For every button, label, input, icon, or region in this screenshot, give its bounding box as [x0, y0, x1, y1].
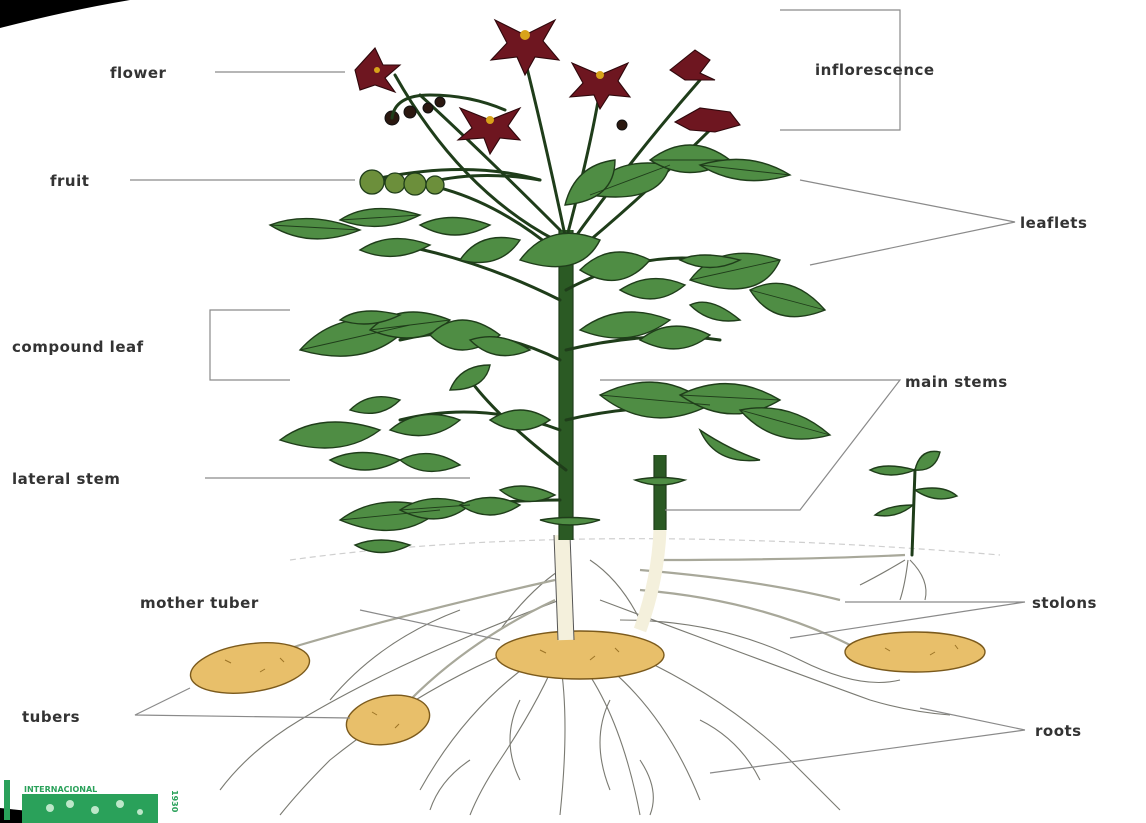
- logo-side-text: 1930: [170, 790, 179, 813]
- tuber-right: [845, 632, 985, 672]
- logo-text: INTERNACIONAL: [24, 785, 97, 794]
- tuber-bottom: [342, 689, 433, 751]
- label-compound-leaf: compound leaf: [12, 338, 144, 356]
- label-lateral-stem: lateral stem: [12, 470, 120, 488]
- flowers-group: [355, 20, 740, 154]
- cip-logo: INTERNACIONAL 1930: [4, 780, 179, 823]
- roots-group: [220, 560, 950, 815]
- tuber-left: [187, 636, 313, 700]
- mother-tuber-shape: [496, 631, 664, 679]
- tubers-group: [187, 631, 985, 751]
- corner-shadow-top: [0, 0, 130, 28]
- label-flower: flower: [110, 64, 167, 82]
- label-stolons: stolons: [1032, 594, 1097, 612]
- sprout-right: [870, 451, 957, 555]
- label-main-stems: main stems: [905, 373, 1008, 391]
- label-inflorescence: inflorescence: [815, 61, 935, 79]
- leaves-group: [270, 145, 830, 553]
- label-fruit: fruit: [50, 172, 89, 190]
- label-leaflets: leaflets: [1020, 214, 1087, 232]
- label-roots: roots: [1035, 722, 1082, 740]
- label-mother-tuber: mother tuber: [140, 594, 259, 612]
- label-tubers: tubers: [22, 708, 80, 726]
